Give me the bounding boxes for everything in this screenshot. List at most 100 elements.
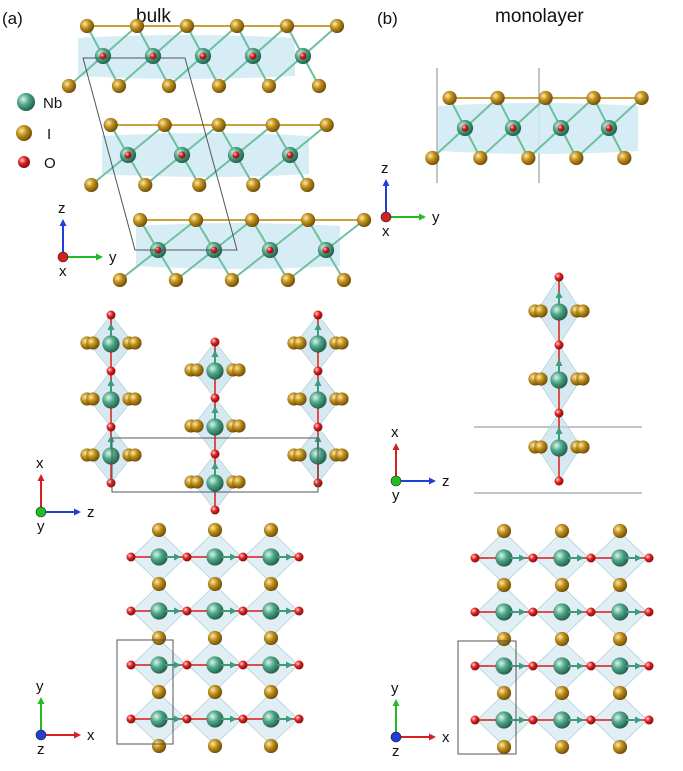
nb-atom [102, 447, 120, 465]
i-atom [103, 117, 119, 133]
o-atom [106, 422, 116, 432]
i-atom [356, 212, 372, 228]
i-atom [534, 440, 548, 454]
i-atom [132, 212, 148, 228]
axis-origin-y [35, 506, 47, 518]
i-atom [83, 177, 99, 193]
axis-origin-x [380, 211, 392, 223]
i-atom [161, 78, 177, 94]
nb-atom [102, 391, 120, 409]
o-atom [605, 124, 613, 132]
displacement-arrow-head [174, 553, 181, 561]
o-atom [644, 715, 654, 725]
o-atom [528, 553, 538, 563]
o-atom [322, 246, 330, 254]
i-atom [586, 90, 601, 106]
nb-atom [550, 439, 568, 457]
monolayer-side-view [425, 68, 649, 183]
nb-atom [611, 711, 629, 729]
o-atom [182, 606, 192, 616]
displacement-arrow-head [635, 716, 642, 724]
displacement-arrow-head [230, 661, 237, 669]
nb-atom [553, 603, 571, 621]
i-atom [207, 738, 223, 754]
o-atom [126, 606, 136, 616]
o-atom [106, 310, 116, 320]
i-atom [229, 18, 245, 34]
o-atom [182, 714, 192, 724]
i-atom [190, 419, 204, 433]
i-atom [265, 117, 281, 133]
axis-origin-z [35, 729, 47, 741]
monolayer-top-view [457, 523, 654, 755]
unit-cell [116, 639, 174, 745]
i-atom [86, 448, 100, 462]
o-atom [210, 337, 220, 347]
i-atom [534, 372, 548, 386]
i-atom [188, 212, 204, 228]
displacement-arrow-head [635, 608, 642, 616]
o-atom [294, 714, 304, 724]
i-atom [245, 177, 261, 193]
bond [287, 249, 327, 281]
displacement-arrow-head [314, 323, 322, 330]
i-atom [311, 78, 327, 94]
i-atom [86, 336, 100, 350]
axis-label-y: y [36, 678, 44, 695]
i-atom [232, 363, 246, 377]
o-atom [238, 606, 248, 616]
o-atom [178, 151, 186, 159]
i-atom [151, 684, 167, 700]
displacement-arrow-head [107, 323, 115, 330]
o-atom [182, 660, 192, 670]
displacement-arrow-head [37, 697, 45, 704]
o-atom [238, 714, 248, 724]
o-atom [126, 552, 136, 562]
i-atom [151, 576, 167, 592]
displacement-arrow-head [577, 608, 584, 616]
o-atom [586, 661, 596, 671]
i-atom [261, 78, 277, 94]
o-atom [199, 52, 207, 60]
o-atom [470, 661, 480, 671]
o-atom [470, 553, 480, 563]
unit-cell [457, 640, 517, 755]
nb-atom [611, 603, 629, 621]
i-atom [211, 117, 227, 133]
displacement-arrow-head [211, 462, 219, 469]
axis-label-z: z [37, 741, 45, 758]
nb-atom [495, 603, 513, 621]
displacement-arrow-head [174, 661, 181, 669]
i-atom [224, 272, 240, 288]
i-atom [329, 18, 345, 34]
panel-b-title: monolayer [495, 6, 584, 27]
i-atom [129, 18, 145, 34]
i-atom [86, 392, 100, 406]
i-atom [280, 272, 296, 288]
o-atom [586, 607, 596, 617]
bulk-front-view [80, 310, 349, 515]
o-atom [644, 553, 654, 563]
layer-slab [102, 133, 309, 177]
o-atom [554, 340, 564, 350]
i-atom [521, 150, 536, 166]
o-atom [299, 52, 307, 60]
nb-atom [262, 656, 280, 674]
displacement-arrow-head [519, 608, 526, 616]
i-atom [263, 684, 279, 700]
i-atom [554, 577, 570, 593]
bond [119, 249, 159, 281]
i-atom [151, 630, 167, 646]
o-atom [238, 660, 248, 670]
displacement-arrow-head [37, 474, 45, 481]
axis-label-x: x [391, 424, 399, 441]
i-atom [293, 336, 307, 350]
axis-origin-z [390, 731, 402, 743]
o-atom [294, 552, 304, 562]
i-atom [157, 117, 173, 133]
o-atom [126, 660, 136, 670]
i-atom [425, 150, 440, 166]
i-atom [299, 177, 315, 193]
o-atom [528, 607, 538, 617]
